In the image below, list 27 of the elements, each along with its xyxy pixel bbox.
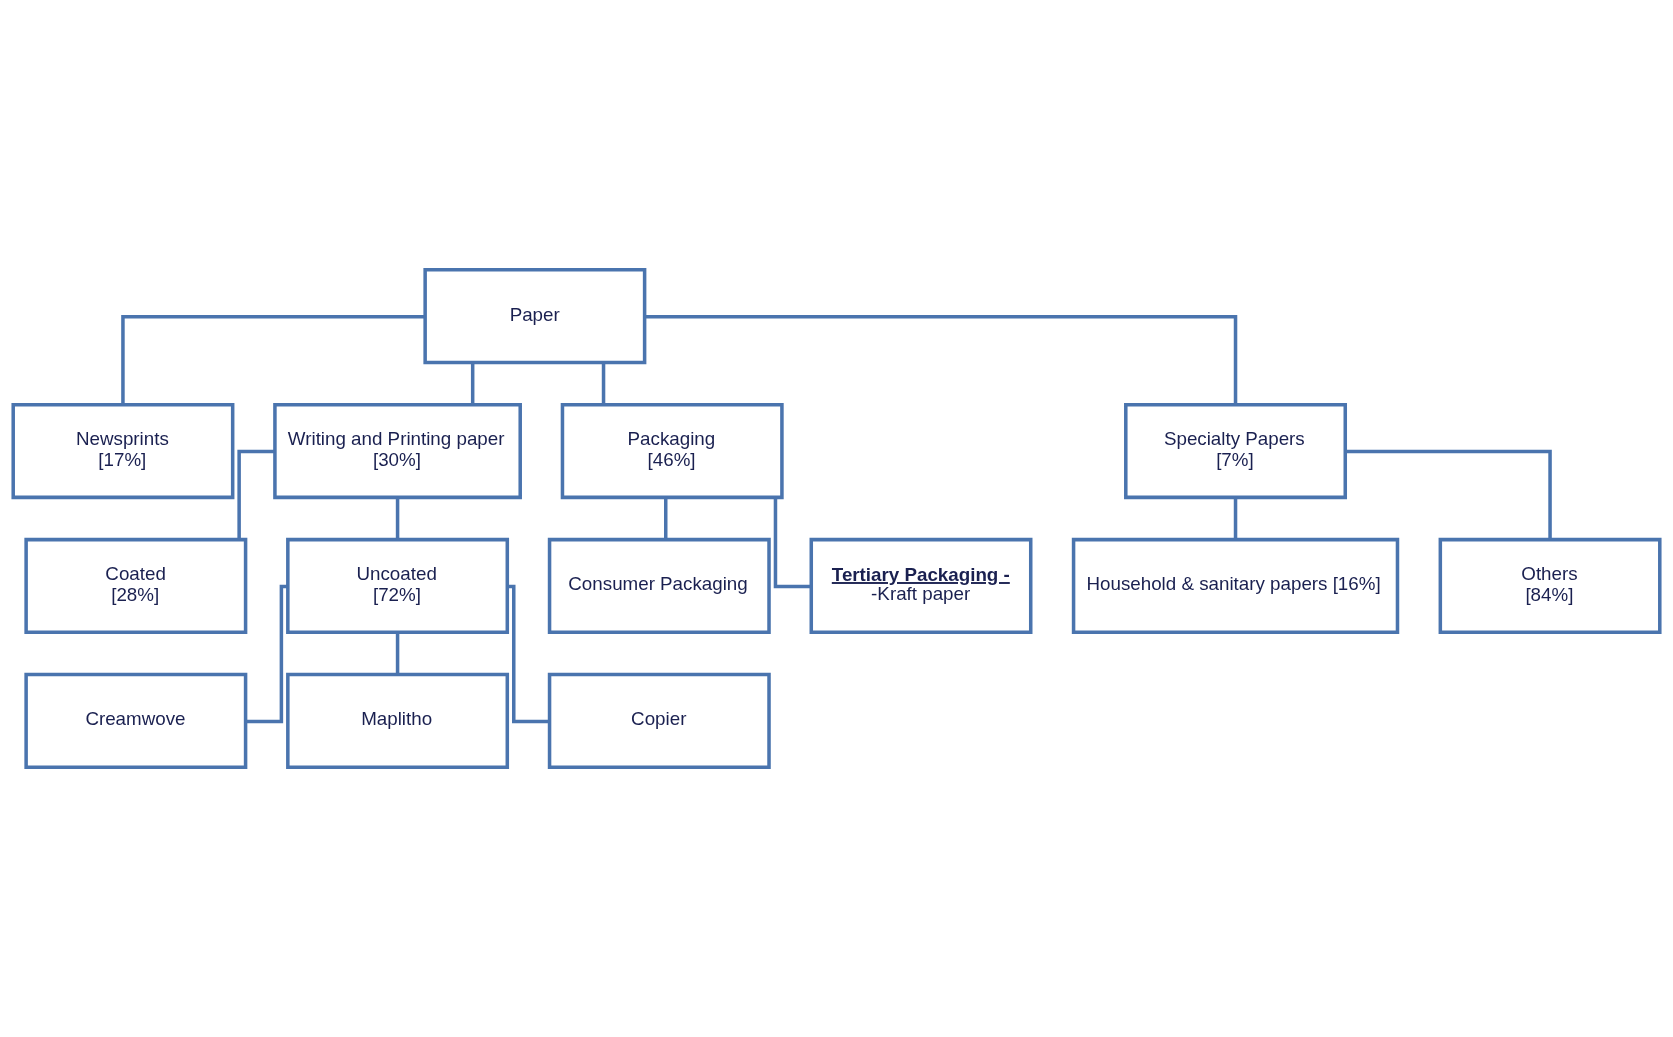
connector [1345, 449, 1552, 540]
connector [507, 584, 550, 724]
connector [395, 632, 400, 675]
connector [470, 362, 475, 405]
connector [121, 314, 426, 405]
node-box: Coated [28%] [24, 537, 248, 635]
node-box: Newsprints [17%] [11, 402, 235, 500]
node-box: Others [84%] [1438, 537, 1662, 635]
connector [601, 362, 606, 405]
node-box: Uncoated [72%] [286, 537, 510, 635]
connector [245, 584, 288, 724]
node-box: Writing and Printing paper [30%] [273, 402, 522, 500]
connector [664, 497, 668, 540]
node-box: Consumer Packaging [547, 537, 771, 635]
connector [773, 497, 812, 589]
node-box: Specialty Papers [7%] [1124, 402, 1347, 500]
node-box: Tertiary Packaging - -Kraft paper [809, 537, 1033, 635]
node-box: Copier [547, 672, 771, 770]
node-box: Maplitho [286, 672, 510, 770]
connector [237, 449, 275, 540]
node-box: Packaging [46%] [560, 402, 784, 500]
connector [395, 497, 400, 540]
connector [644, 314, 1238, 405]
node-box: Paper [423, 267, 647, 365]
connector [1233, 497, 1238, 540]
node-box: Household & sanitary papers [16%] [1071, 537, 1400, 635]
node-box: Creamwove [24, 672, 248, 770]
